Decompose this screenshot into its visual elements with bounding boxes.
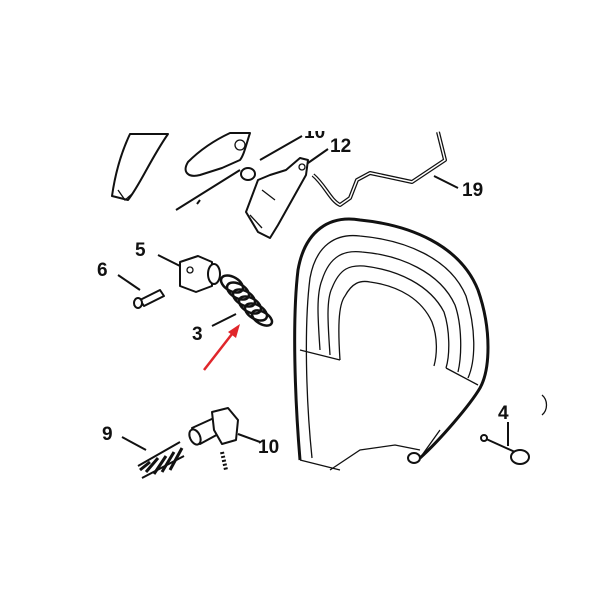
- ring-part-10: [240, 135, 303, 181]
- label-part-5: 5: [135, 240, 146, 261]
- label-part-19: 19: [462, 180, 483, 201]
- label-part-12: 12: [330, 136, 351, 157]
- label-part-10-top: 10: [304, 122, 325, 143]
- label-part-10: 10: [258, 437, 279, 458]
- label-part-4: 4: [498, 403, 509, 424]
- throttle-trigger-part-12: [245, 148, 329, 239]
- highlight-arrow: [203, 324, 240, 371]
- leader-line-cutoff: [175, 169, 241, 211]
- wire-rod-part-19: [311, 131, 459, 207]
- label-part-3: 3: [192, 324, 203, 345]
- spring-part-9: [121, 436, 185, 479]
- nut-part-5: [157, 254, 221, 293]
- bolt-part-4: [480, 422, 530, 465]
- handlebar-part: [293, 217, 548, 471]
- fitting-part-10: [188, 407, 261, 471]
- lever-bracket-part: [184, 132, 251, 177]
- housing-cover-part: [111, 133, 169, 201]
- label-part-9: 9: [102, 424, 113, 445]
- label-part-6: 6: [97, 260, 108, 281]
- spring-part-3: [211, 274, 274, 327]
- screw-part-6: [117, 274, 165, 309]
